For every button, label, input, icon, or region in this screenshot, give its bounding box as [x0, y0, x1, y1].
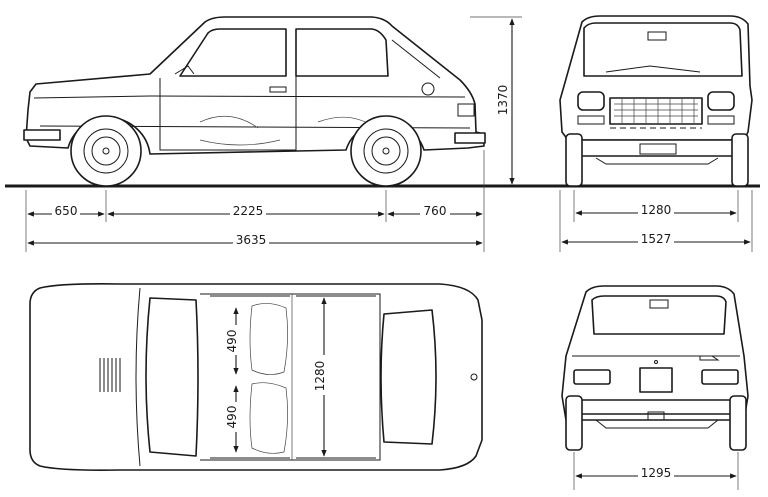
- rear-badge: [699, 355, 720, 361]
- roof-outline: [200, 293, 381, 461]
- front-grille: [609, 97, 703, 125]
- rear-view-mirror: [647, 31, 667, 41]
- front-overhang-label: 650: [55, 204, 78, 218]
- door-handle: [269, 86, 287, 93]
- length-dimensions: 650 2225 760 3635 1370: [25, 16, 522, 252]
- front-seat-hint: [249, 303, 288, 375]
- rear-left-tyre: [565, 395, 583, 451]
- top-rear-window: [380, 309, 437, 445]
- bonnet-line: [135, 287, 141, 467]
- wiper: [605, 65, 701, 73]
- overall-length-label: 3635: [236, 233, 267, 247]
- top-windscreen: [145, 297, 199, 457]
- rear-light: [457, 103, 475, 117]
- front-wheel: [70, 115, 142, 187]
- top-dimensions: 490 490 1280: [225, 297, 328, 457]
- side-mirror: [174, 65, 195, 75]
- front-left-tyre: [565, 133, 583, 187]
- rear-overhang-label: 760: [424, 204, 447, 218]
- height-label: 1370: [496, 85, 510, 116]
- rear-right-light: [701, 369, 739, 385]
- left-indicator: [577, 115, 605, 125]
- right-headlight: [707, 91, 735, 111]
- rear-window-frontal: [591, 295, 727, 335]
- rear-left-light: [573, 369, 611, 385]
- rear-seat-depth-label: 490: [225, 406, 239, 429]
- front-windscreen: [583, 22, 743, 77]
- side-view: [5, 16, 760, 188]
- top-view: [29, 283, 483, 471]
- rear-right-tyre: [729, 395, 747, 451]
- front-plate: [639, 143, 677, 155]
- exhaust: [647, 411, 665, 421]
- left-headlight: [577, 91, 605, 111]
- front-bumper: [23, 129, 61, 141]
- front-right-tyre: [731, 133, 749, 187]
- rear-view: [561, 285, 749, 451]
- wheelbase-label: 2225: [233, 204, 264, 218]
- top-body-outline: [29, 283, 483, 471]
- right-indicator: [707, 115, 735, 125]
- rear-track-dimensions: 1295: [573, 452, 739, 490]
- side-belt-line: [33, 95, 466, 99]
- front-seat-depth-label: 490: [225, 330, 239, 353]
- rear-wheel: [350, 115, 422, 187]
- front-body-outline: [559, 15, 753, 141]
- front-width-dimensions: 1280 1527: [559, 190, 753, 252]
- bonnet-vents: [99, 358, 121, 392]
- rear-track-label: 1295: [641, 466, 672, 480]
- rear-bumper: [454, 132, 486, 144]
- overall-width-label: 1527: [641, 232, 672, 246]
- interior-width-label: 1280: [313, 361, 327, 392]
- side-rear-window: [295, 28, 389, 77]
- side-c-pillar-line: [391, 39, 441, 79]
- front-view: [559, 15, 753, 187]
- side-door-outline: [159, 30, 297, 151]
- front-track-label: 1280: [641, 203, 672, 217]
- side-front-window: [179, 28, 287, 77]
- fuel-cap: [421, 82, 435, 96]
- rear-seat-hint: [249, 382, 288, 454]
- rear-plate: [639, 367, 673, 393]
